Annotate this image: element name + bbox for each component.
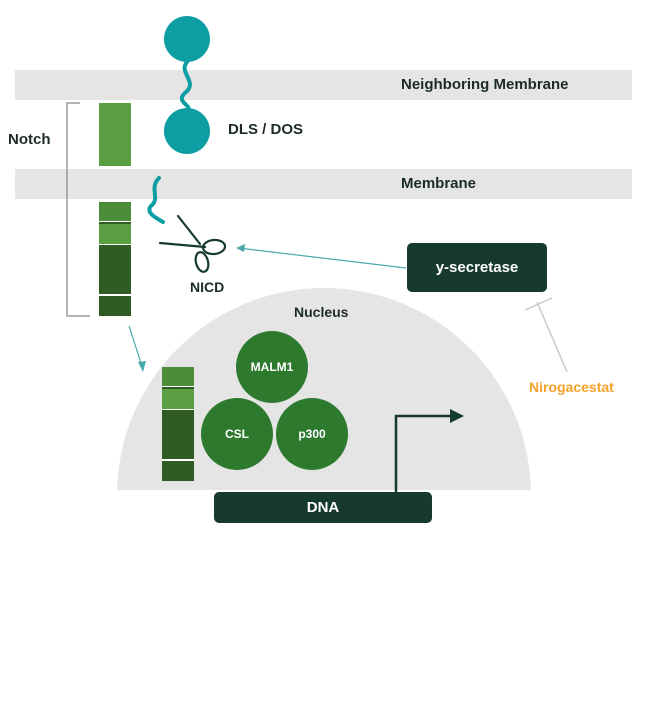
notch-seg-1	[99, 202, 131, 222]
malm1-circle: MALM1	[236, 331, 308, 403]
nicd-label: NICD	[190, 279, 225, 295]
csl-circle: CSL	[201, 398, 273, 470]
ligand-top-circle	[164, 16, 210, 62]
inhibition-line	[536, 301, 568, 373]
secretase-arrowhead	[236, 244, 245, 252]
nicd-arrowhead	[138, 361, 146, 372]
notch-bracket	[66, 102, 90, 317]
transcription-arrowhead	[450, 409, 464, 423]
neighboring-membrane-band	[15, 70, 632, 100]
membrane-band	[15, 169, 632, 199]
notch-seg-2	[99, 224, 131, 245]
notch-stub	[147, 176, 165, 224]
nicd-nuclear-block	[162, 367, 194, 481]
notch-intracellular-block	[99, 202, 131, 316]
p300-circle: p300	[276, 398, 348, 470]
transcription-arrow	[394, 414, 452, 492]
ligand-label: DLS / DOS	[228, 121, 304, 138]
nicd-seg-3	[162, 459, 194, 461]
ligand-tether	[179, 60, 192, 112]
notch-label: Notch	[8, 131, 51, 148]
nucleus-label: Nucleus	[294, 304, 349, 320]
nicd-seg-2	[162, 389, 194, 410]
notch-extracellular-segment	[99, 103, 131, 166]
dna-bar: DNA	[214, 492, 432, 523]
neighboring-membrane-label: Neighboring Membrane	[401, 76, 569, 93]
nicd-seg-1	[162, 367, 194, 387]
nicd-arrow-line	[128, 325, 143, 367]
ligand-bottom-circle	[164, 108, 210, 154]
nirogacestat-label: Nirogacestat	[529, 379, 614, 395]
secretase-arrow-line	[237, 247, 407, 269]
notch-signaling-diagram: Neighboring Membrane Membrane Nucleus	[8, 16, 632, 523]
scissors-icon	[158, 214, 227, 273]
notch-seg-3	[99, 294, 131, 296]
diagram-lines	[66, 60, 568, 492]
gamma-secretase-box: y-secretase	[407, 243, 547, 292]
inhibition-bar	[524, 297, 553, 311]
membrane-label: Membrane	[401, 175, 477, 192]
